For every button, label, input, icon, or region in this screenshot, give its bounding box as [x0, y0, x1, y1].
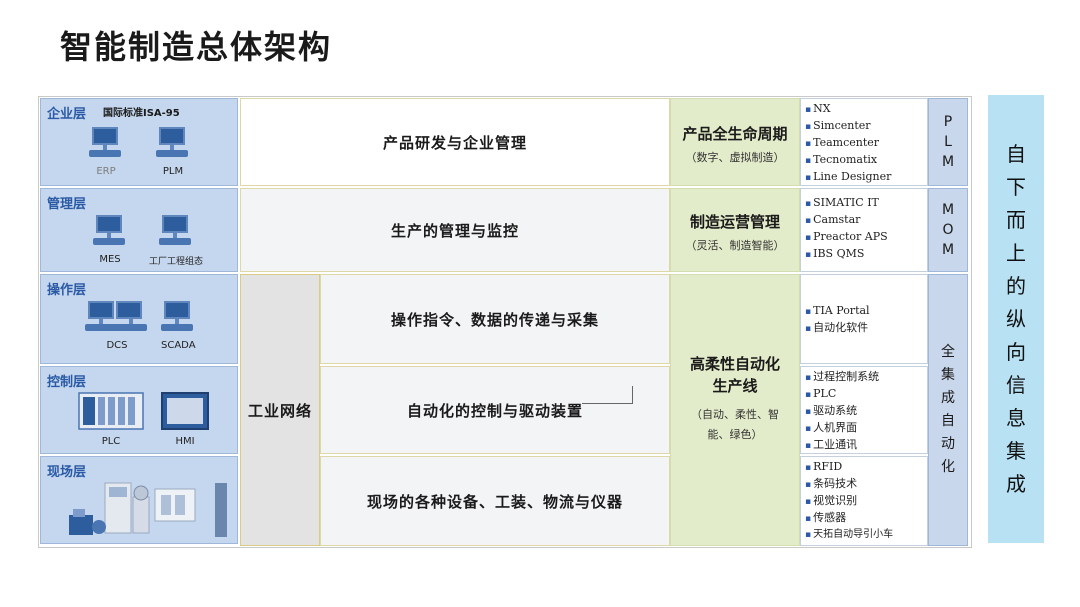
management-function: 生产的管理与监控 — [240, 188, 670, 272]
lifecycle-subtitle: （自动、柔性、智能、绿色） — [685, 405, 785, 445]
product-item: 天拓自动导引小车 — [805, 527, 923, 543]
product-item: 视觉识别 — [805, 493, 923, 510]
layer-name: 现场层 — [47, 461, 86, 480]
hmi-panel-icon — [160, 391, 210, 431]
layer-management: 管理层 MES 工厂工程组态 — [40, 188, 238, 272]
field-function: 现场的各种设备、工装、物流与仪器 — [320, 456, 670, 546]
device-plc: PLC — [77, 391, 145, 447]
product-list-mom: SIMATIC IT Camstar Preactor APS IBS QMS — [800, 188, 928, 272]
vertical-integration-label: 自下而 上的纵 向信息 集成 — [988, 95, 1044, 543]
product-item: Teamcenter — [805, 135, 923, 152]
product-item: NX — [805, 101, 923, 118]
layer-name: 企业层 — [47, 103, 86, 122]
lifecycle-automation: 高柔性自动化生产线 （自动、柔性、智能、绿色） — [670, 274, 800, 546]
product-item: Tecnomatix — [805, 152, 923, 169]
product-item: 传感器 — [805, 510, 923, 527]
layer-name: 管理层 — [47, 193, 86, 212]
plc-icon — [78, 391, 144, 431]
device-erp: ERP — [89, 127, 123, 177]
layer-control: 控制层 PLC HMI — [40, 366, 238, 454]
product-list-control: 过程控制系统 PLC 驱动系统 人机界面 工业通讯 — [800, 366, 928, 454]
layer-name: 控制层 — [47, 371, 86, 390]
product-list-plm: NX Simcenter Teamcenter Tecnomatix Line … — [800, 98, 928, 186]
system-full-automation: 全集成 自动化 — [928, 274, 968, 546]
lifecycle-subtitle: （灵活、制造智能） — [671, 237, 799, 255]
lifecycle-product: 产品全生命周期 （数字、虚拟制造） — [670, 98, 800, 186]
product-item: 自动化软件 — [805, 320, 923, 337]
product-item: 条码技术 — [805, 476, 923, 493]
connector-line — [582, 386, 633, 404]
product-item: Line Designer — [805, 169, 923, 186]
product-list-field: RFID 条码技术 视觉识别 传感器 天拓自动导引小车 — [800, 456, 928, 546]
device-plm: PLM — [156, 127, 190, 177]
lifecycle-subtitle: （数字、虚拟制造） — [671, 149, 799, 167]
device-scada: SCADA — [161, 301, 196, 351]
lifecycle-title: 产品全生命周期 — [671, 123, 799, 144]
layer-operation: 操作层 DCS SCADA — [40, 274, 238, 364]
dual-monitor-icon — [85, 301, 149, 335]
computer-icon — [89, 127, 123, 161]
layer-standard: 国际标准ISA-95 — [103, 104, 180, 119]
industrial-network: 工业网络 — [240, 274, 320, 546]
layer-name: 操作层 — [47, 279, 86, 298]
computer-icon — [93, 215, 127, 249]
page-title: 智能制造总体架构 — [60, 22, 332, 68]
enterprise-function: 产品研发与企业管理 — [240, 98, 670, 186]
device-hmi: HMI — [157, 391, 213, 447]
lifecycle-title: 制造运营管理 — [671, 211, 799, 232]
product-item: TIA Portal — [805, 303, 923, 320]
lifecycle-title: 高柔性自动化生产线 — [685, 353, 785, 397]
product-item: PLC — [805, 386, 923, 403]
product-item: 驱动系统 — [805, 403, 923, 420]
product-item: Camstar — [805, 212, 923, 229]
product-item: IBS QMS — [805, 246, 923, 263]
product-item: RFID — [805, 459, 923, 476]
device-mes: MES — [93, 215, 127, 265]
product-item: Preactor APS — [805, 229, 923, 246]
device-plant-engineering: 工厂工程组态 — [141, 215, 211, 267]
operation-function: 操作指令、数据的传递与采集 — [320, 274, 670, 364]
product-item: SIMATIC IT — [805, 195, 923, 212]
layer-enterprise: 企业层 国际标准ISA-95 ERP PLM — [40, 98, 238, 186]
lifecycle-operations: 制造运营管理 （灵活、制造智能） — [670, 188, 800, 272]
product-item: 工业通讯 — [805, 437, 923, 454]
computer-icon — [161, 301, 195, 335]
layer-field: 现场层 — [40, 456, 238, 544]
field-devices-icon — [65, 479, 233, 541]
computer-icon — [156, 127, 190, 161]
product-item: 过程控制系统 — [805, 369, 923, 386]
device-dcs: DCS — [85, 301, 149, 351]
product-item: 人机界面 — [805, 420, 923, 437]
computer-icon — [159, 215, 193, 249]
product-list-operation: TIA Portal 自动化软件 — [800, 274, 928, 364]
product-item: Simcenter — [805, 118, 923, 135]
control-function: 自动化的控制与驱动装置 — [320, 366, 670, 454]
